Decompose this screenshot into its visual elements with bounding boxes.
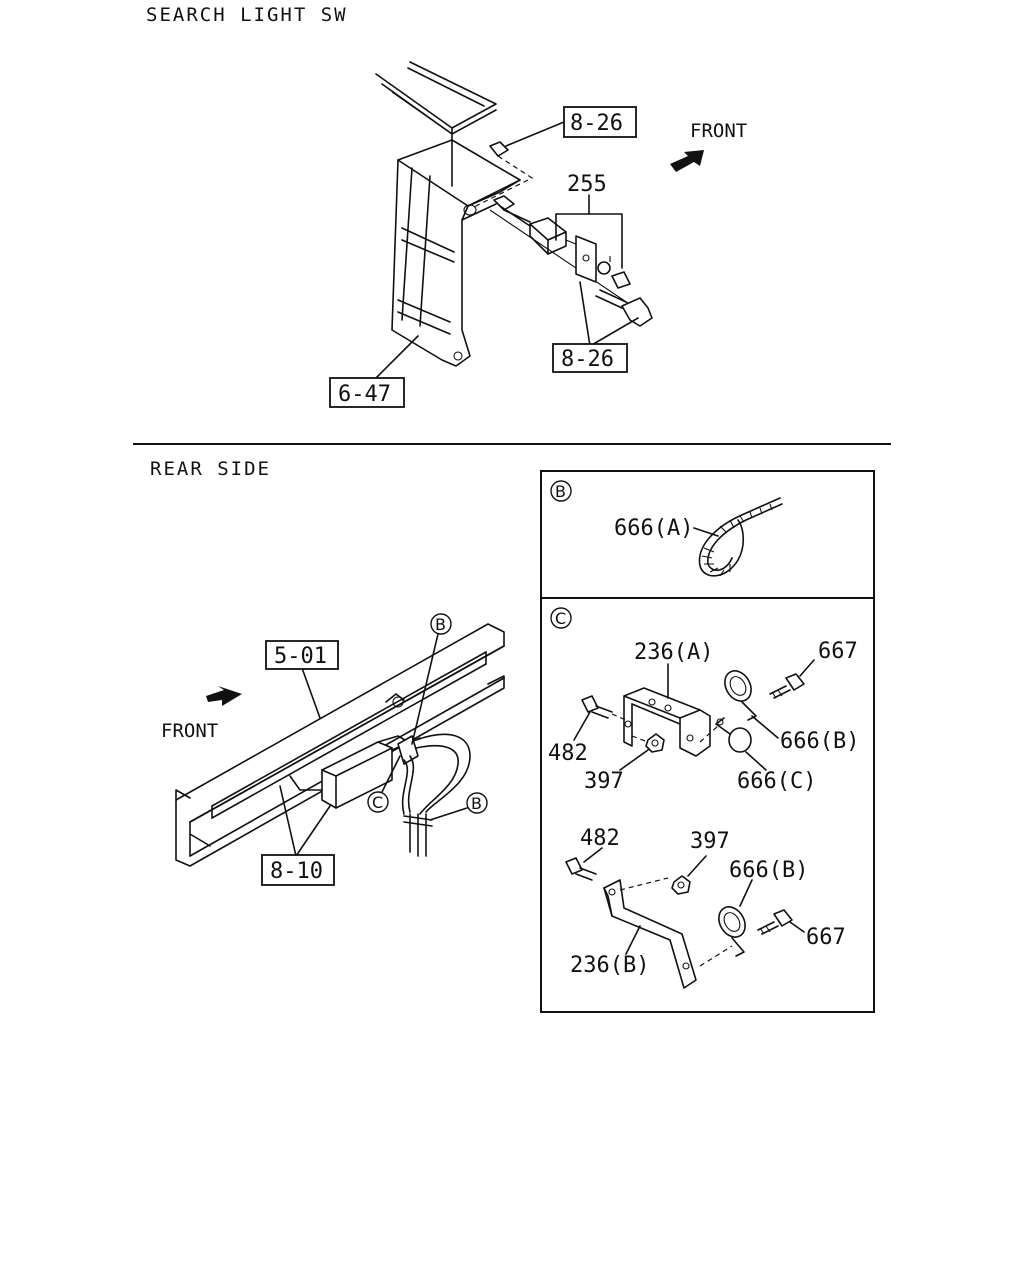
- label-667-lower: 667: [806, 925, 846, 950]
- label-666c-upper: 666(C): [737, 769, 816, 794]
- bolt-667-upper: [769, 673, 805, 699]
- ref-label-6-47: 6-47: [338, 382, 391, 407]
- dash-clip-upper: [699, 725, 719, 743]
- ref-box-8-10[interactable]: [261, 854, 335, 886]
- nut-397-lower: [619, 875, 691, 895]
- ref-label-8-26-lower: 8-26: [561, 347, 614, 372]
- label-666b-upper: 666(B): [780, 729, 859, 754]
- ref-box-8-26-lower[interactable]: [552, 343, 628, 373]
- leader-667-upper: [799, 659, 815, 677]
- leader-8-10-a: [279, 785, 297, 857]
- label-482-upper: 482: [548, 741, 588, 766]
- detail-c-marker[interactable]: [550, 607, 572, 629]
- mounting-frame: [391, 139, 521, 367]
- front-label-rear: FRONT: [161, 720, 218, 742]
- leader-8-10-b: [295, 805, 331, 857]
- nut-8-26-upper: [471, 121, 565, 209]
- clip-666c-upper: [715, 717, 752, 753]
- leader-6-47: [373, 335, 419, 381]
- leader-8-26-lower-b: [589, 317, 639, 347]
- leader-397-lower: [687, 855, 707, 877]
- leader-482-upper: [573, 711, 591, 741]
- marker-b-top-label: B: [435, 615, 446, 634]
- search-light-switch: [489, 195, 653, 327]
- label-236b: 236(B): [570, 953, 649, 978]
- clip-666b-upper: [724, 670, 757, 721]
- marker-c-label: C: [372, 793, 383, 812]
- leader-marker-c: [381, 755, 401, 793]
- ref-label-5-01: 5-01: [274, 644, 327, 669]
- leader-482-lower: [583, 847, 603, 863]
- leader-marker-b-top: [411, 633, 439, 745]
- label-666a: 666(A): [614, 516, 693, 541]
- leader-666b-upper: [751, 715, 779, 739]
- label-397-lower: 397: [690, 829, 730, 854]
- leader-666b-lower: [739, 879, 753, 907]
- bracket-236a: [623, 687, 711, 757]
- cable-tie-666a: [698, 497, 783, 577]
- leader-667-lower: [789, 921, 805, 933]
- label-482-lower: 482: [580, 826, 620, 851]
- marker-b-bottom-label: B: [471, 794, 482, 813]
- nut-397-upper: [631, 733, 665, 753]
- detail-panel: [540, 470, 875, 1013]
- ref-box-6-47[interactable]: [329, 377, 405, 408]
- roof-rail: [375, 61, 497, 187]
- detail-c-marker-label: C: [555, 609, 566, 628]
- bolt-482-upper: [581, 695, 627, 721]
- wiring-harness: [289, 693, 471, 857]
- front-arrow-top-icon: [670, 150, 704, 172]
- label-666b-lower: 666(B): [729, 858, 808, 883]
- label-667-upper: 667: [818, 639, 858, 664]
- detail-b-marker[interactable]: [550, 480, 572, 502]
- chassis-frame-rail: [175, 623, 505, 867]
- clip-666b-lower: [699, 906, 746, 967]
- leader-236b: [625, 925, 641, 955]
- leader-397-upper: [619, 749, 649, 771]
- section-title-rear-side: REAR SIDE: [150, 458, 271, 480]
- ref-label-8-10: 8-10: [270, 859, 323, 884]
- marker-b-bottom[interactable]: [466, 792, 488, 814]
- bolt-667-lower: [757, 909, 793, 935]
- section-title-search-light-sw: SEARCH LIGHT SW: [146, 4, 348, 26]
- leader-666c-upper: [745, 751, 767, 771]
- leader-255-bracket: [555, 213, 623, 269]
- leader-5-01: [301, 667, 321, 719]
- bolt-482-lower: [565, 857, 597, 881]
- ref-box-5-01[interactable]: [265, 640, 339, 670]
- leader-8-26-lower-a: [579, 281, 591, 347]
- front-label-top: FRONT: [690, 120, 747, 142]
- label-397-upper: 397: [584, 769, 624, 794]
- label-236a: 236(A): [634, 640, 713, 665]
- leader-marker-b-bottom: [429, 807, 468, 821]
- ref-box-8-26-upper[interactable]: [563, 106, 637, 138]
- detail-b-marker-label: B: [555, 482, 566, 501]
- marker-c[interactable]: [367, 791, 389, 813]
- ref-label-8-26-upper: 8-26: [570, 111, 623, 136]
- label-255: 255: [567, 172, 607, 197]
- front-arrow-rear-icon: [206, 686, 242, 706]
- marker-b-top[interactable]: [430, 613, 452, 635]
- leader-666a: [693, 527, 719, 537]
